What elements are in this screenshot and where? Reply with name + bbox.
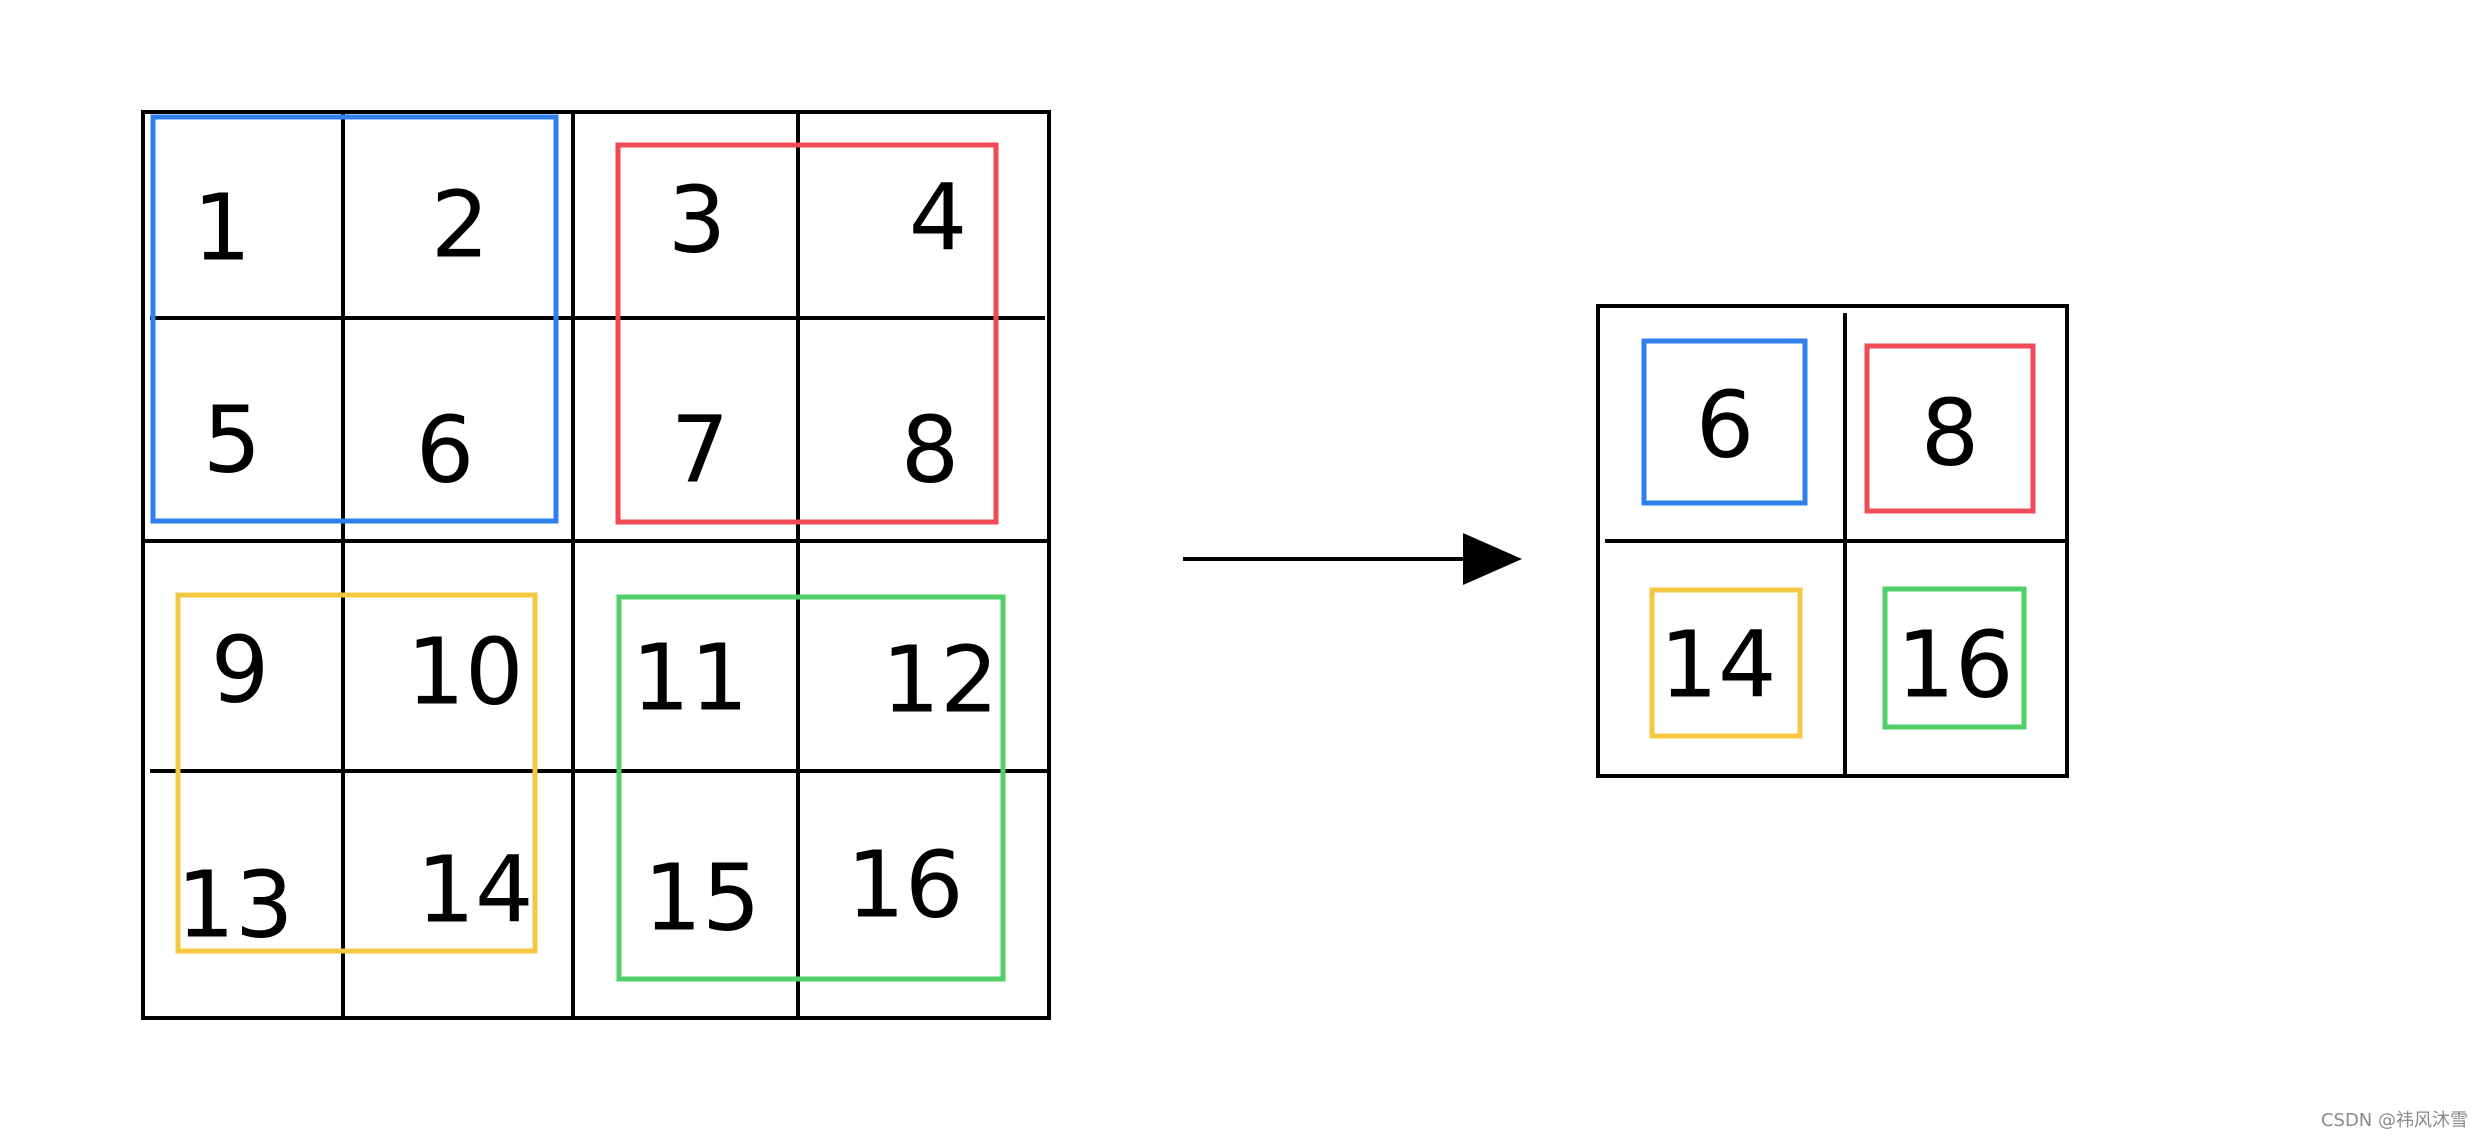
input-cell-9: 9 [211, 617, 270, 724]
input-cell-2: 2 [431, 172, 490, 279]
output-box-blue [1641, 338, 1808, 506]
output-box-green [1882, 586, 2027, 730]
input-cell-11: 11 [631, 625, 748, 732]
input-cell-3: 3 [668, 167, 727, 274]
input-cell-6: 6 [416, 397, 475, 504]
input-cell-8: 8 [901, 397, 960, 504]
output-box-yellow [1649, 587, 1803, 739]
input-cell-15: 15 [643, 845, 760, 952]
watermark: CSDN @祎风沐雪 [2320, 1110, 2468, 1131]
output-cell-14: 14 [1659, 612, 1776, 719]
output-grid: 6 8 14 16 [1596, 304, 2069, 778]
input-cell-5: 5 [203, 387, 262, 494]
input-cell-14: 14 [416, 837, 533, 944]
input-cell-16: 16 [846, 832, 963, 939]
pool-window-red [615, 142, 999, 525]
input-cell-12: 12 [881, 627, 998, 734]
output-cell-6: 6 [1696, 372, 1755, 479]
pool-window-blue [150, 114, 559, 524]
input-cell-13: 13 [176, 852, 293, 959]
input-cell-10: 10 [406, 619, 523, 726]
output-cell-16: 16 [1896, 612, 2013, 719]
input-cell-4: 4 [909, 165, 968, 272]
input-cell-1: 1 [193, 175, 252, 282]
pool-window-yellow [175, 592, 538, 954]
input-grid-border [141, 110, 1051, 1020]
output-box-red [1864, 343, 2036, 514]
arrow-right-icon [1183, 533, 1522, 585]
pool-window-green [616, 594, 1006, 982]
output-cell-8: 8 [1921, 380, 1980, 487]
input-grid: 1 2 3 4 5 6 7 8 9 10 11 12 13 14 15 16 [141, 110, 1051, 1020]
output-grid-border [1596, 304, 2069, 778]
input-cell-7: 7 [671, 397, 730, 504]
